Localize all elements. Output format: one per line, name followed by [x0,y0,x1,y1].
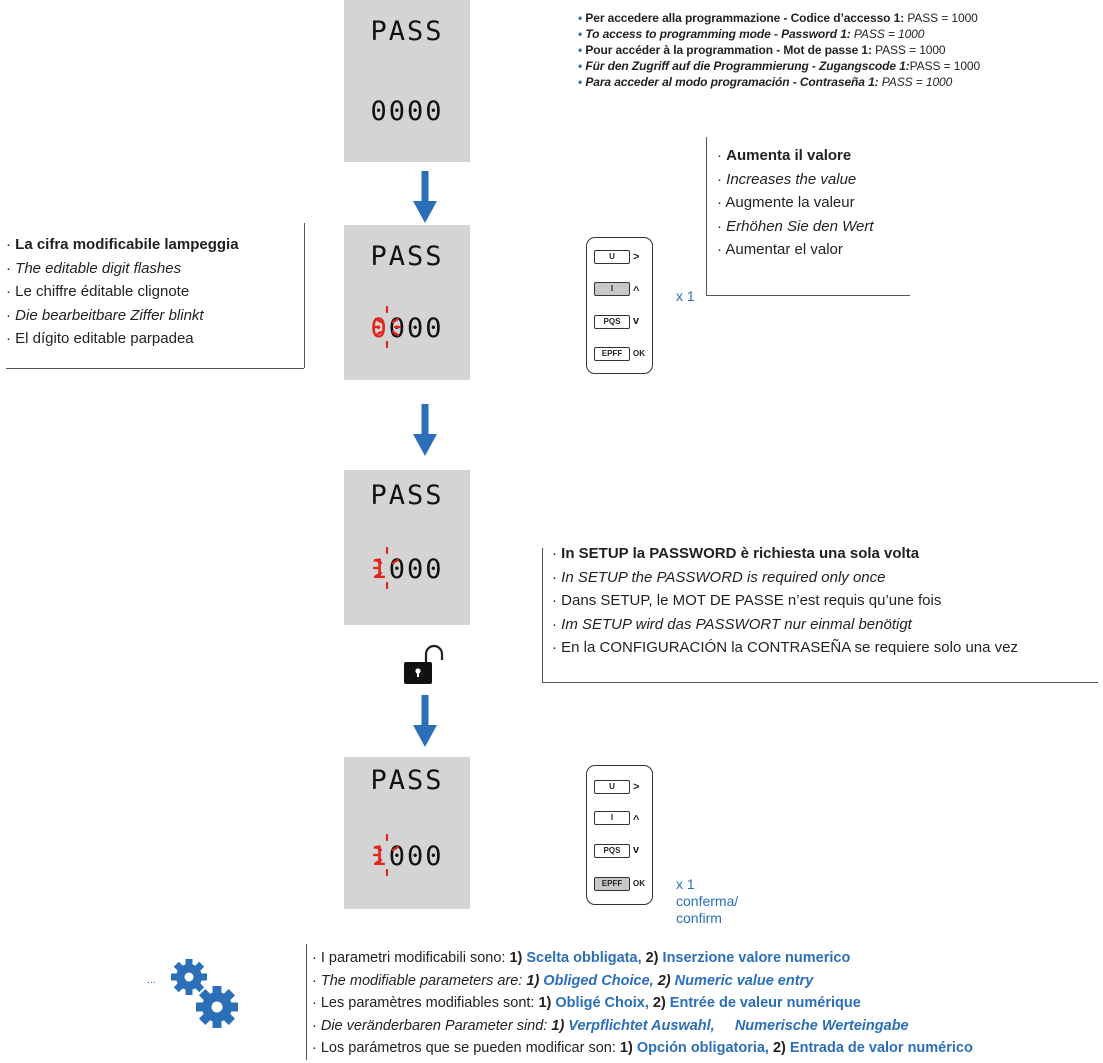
key-epff[interactable]: EPFF [594,877,630,891]
settings-gears-icon [171,959,238,1028]
key-u[interactable]: U [594,780,630,794]
password-info-en: • To access to programming mode - Passwo… [578,27,925,41]
lcd-label: PASS [370,480,444,511]
ellipsis: ... [147,974,157,986]
lcd-label: PASS [370,241,444,272]
keypad-2: U > I ^ PQS v EPFF OK [586,765,653,905]
key-i[interactable]: I [594,282,630,296]
lcd-label: PASS [370,765,444,796]
lcd-display-2: PASS 0000 [344,225,470,380]
ok-label: OK [633,349,645,358]
press-count: x 1 [676,288,695,304]
flashing-digit: 1 [370,554,389,585]
lcd-display-4: PASS 1000 [344,757,470,909]
unlock-icon [404,644,444,684]
bracket-line [304,223,305,368]
key-u[interactable]: U [594,250,630,264]
bracket-line [542,682,1098,683]
key-i[interactable]: I [594,811,630,825]
bracket-line [306,944,307,1060]
password-info-it: • Per accedere alla programmazione - Cod… [578,11,978,25]
right-arrow-icon: > [633,251,640,263]
flash-rays-icon [372,833,400,877]
digit-flashes-text: · La cifra modificabile lampeggia · The … [6,236,239,347]
password-info-es: • Para acceder al modo programación - Co… [578,75,953,89]
parameters-text: · I parametri modificabili sono: 1) Scel… [312,950,973,1056]
lcd-digits: 1000 [370,841,444,872]
setup-once-text: · In SETUP la PASSWORD è richiesta una s… [552,545,1018,656]
up-arrow-icon: ^ [633,285,640,297]
increase-value-text: · Aumenta il valore · Increases the valu… [717,147,874,258]
down-arrow-icon [413,404,437,456]
bracket-line [706,137,707,295]
press-confirm-note: x 1 conferma/ confirm [676,876,739,926]
bracket-line [542,548,543,682]
key-pqs[interactable]: PQS [594,315,630,329]
lcd-label: PASS [370,16,444,47]
key-pqs[interactable]: PQS [594,844,630,858]
bracket-line [706,295,910,296]
bracket-line [6,368,304,369]
down-arrow-icon: v [633,315,640,327]
ok-label: OK [633,879,645,888]
password-info-de: • Für den Zugriff auf die Programmierung… [578,59,981,73]
lcd-digits: 1000 [370,554,444,585]
down-arrow-icon [413,695,437,747]
lcd-digits: 0000 [370,313,444,344]
up-arrow-icon: ^ [633,814,640,826]
flash-rays-icon [372,305,402,349]
key-epff[interactable]: EPFF [594,347,630,361]
down-arrow-icon [413,171,437,223]
down-arrow-icon: v [633,844,640,856]
lcd-display-3: PASS 1000 [344,470,470,625]
flashing-digit: 1 [370,841,389,872]
password-info-fr: • Pour accéder à la programmation - Mot … [578,43,946,57]
flashing-digit: 0 [370,313,389,344]
keypad-1: U > I ^ PQS v EPFF OK [586,237,653,374]
flash-rays-icon [372,546,400,590]
lcd-digits: 0000 [370,96,444,127]
password-info: • Per accedere alla programmazione - Cod… [578,10,980,90]
lcd-display-1: PASS 0000 [344,0,470,162]
right-arrow-icon: > [633,781,640,793]
